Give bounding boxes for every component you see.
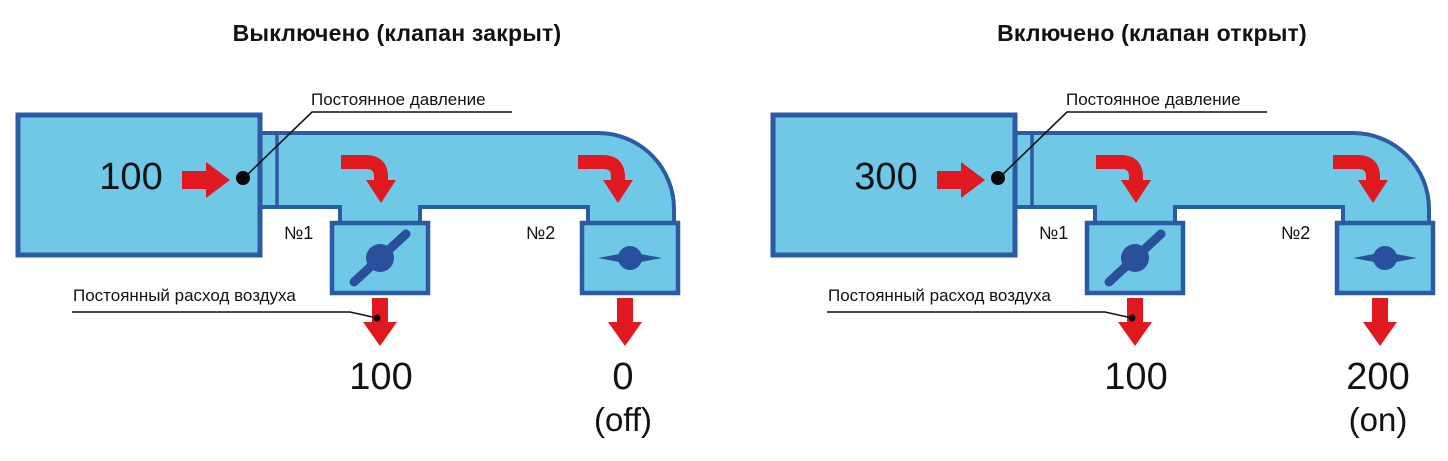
branch1-label: №1 [1039,223,1069,243]
pressure-leader-line [245,111,512,177]
fan-flow-arrow-icon [937,162,985,198]
fan-flow-arrow-icon [182,162,230,198]
valve2-blade-icon [598,246,662,270]
branch2-flow-arrow-icon [578,155,633,203]
valve1-blade-icon [1104,229,1166,287]
airflow-label: Постоянный расход воздуха [828,286,1051,305]
branch2-flow-arrow-icon [1333,155,1388,203]
outlet2-flow-arrow-icon [1363,298,1397,346]
panel-valve-closed: Выключено (клапан закрыт) Постоянное дав… [0,0,693,461]
duct-diagram [770,111,1436,346]
airflow-leader-line [72,311,378,319]
branch1-flow-arrow-icon [1096,155,1151,203]
airflow-label: Постоянный расход воздуха [73,286,296,305]
duct-diagram [15,111,681,346]
valve2-blade-icon [1353,246,1417,270]
branch2-label: №2 [1281,223,1311,243]
panel-title: Включено (клапан открыт) [997,20,1307,46]
outlet1-flow-arrow-icon [1118,298,1152,346]
panel-valve-open: Включено (клапан открыт) Постоянное давл… [755,0,1448,461]
outlet1-flow-arrow-icon [363,298,397,346]
valve1-blade-icon [349,229,411,287]
airflow-leader-line [827,311,1133,319]
airflow-leader-dot [373,314,381,322]
pressure-leader-line [1000,111,1267,177]
branch1-value: 100 [1104,356,1168,398]
fan-value: 100 [99,156,163,198]
branch1-flow-arrow-icon [341,155,396,203]
pressure-label: Постоянное давление [311,90,486,109]
branch1-label: №1 [284,223,314,243]
fan-value: 300 [854,156,918,198]
pressure-label: Постоянное давление [1066,90,1241,109]
panel-title: Выключено (клапан закрыт) [232,20,562,46]
branch2-state: (on) [1348,401,1408,438]
branch2-label: №2 [526,223,556,243]
airflow-leader-dot [1128,314,1136,322]
branch2-value: 200 [1346,356,1410,398]
outlet2-flow-arrow-icon [608,298,642,346]
branch2-state: (off) [593,401,653,438]
branch1-value: 100 [349,356,413,398]
branch2-value: 0 [612,356,634,398]
